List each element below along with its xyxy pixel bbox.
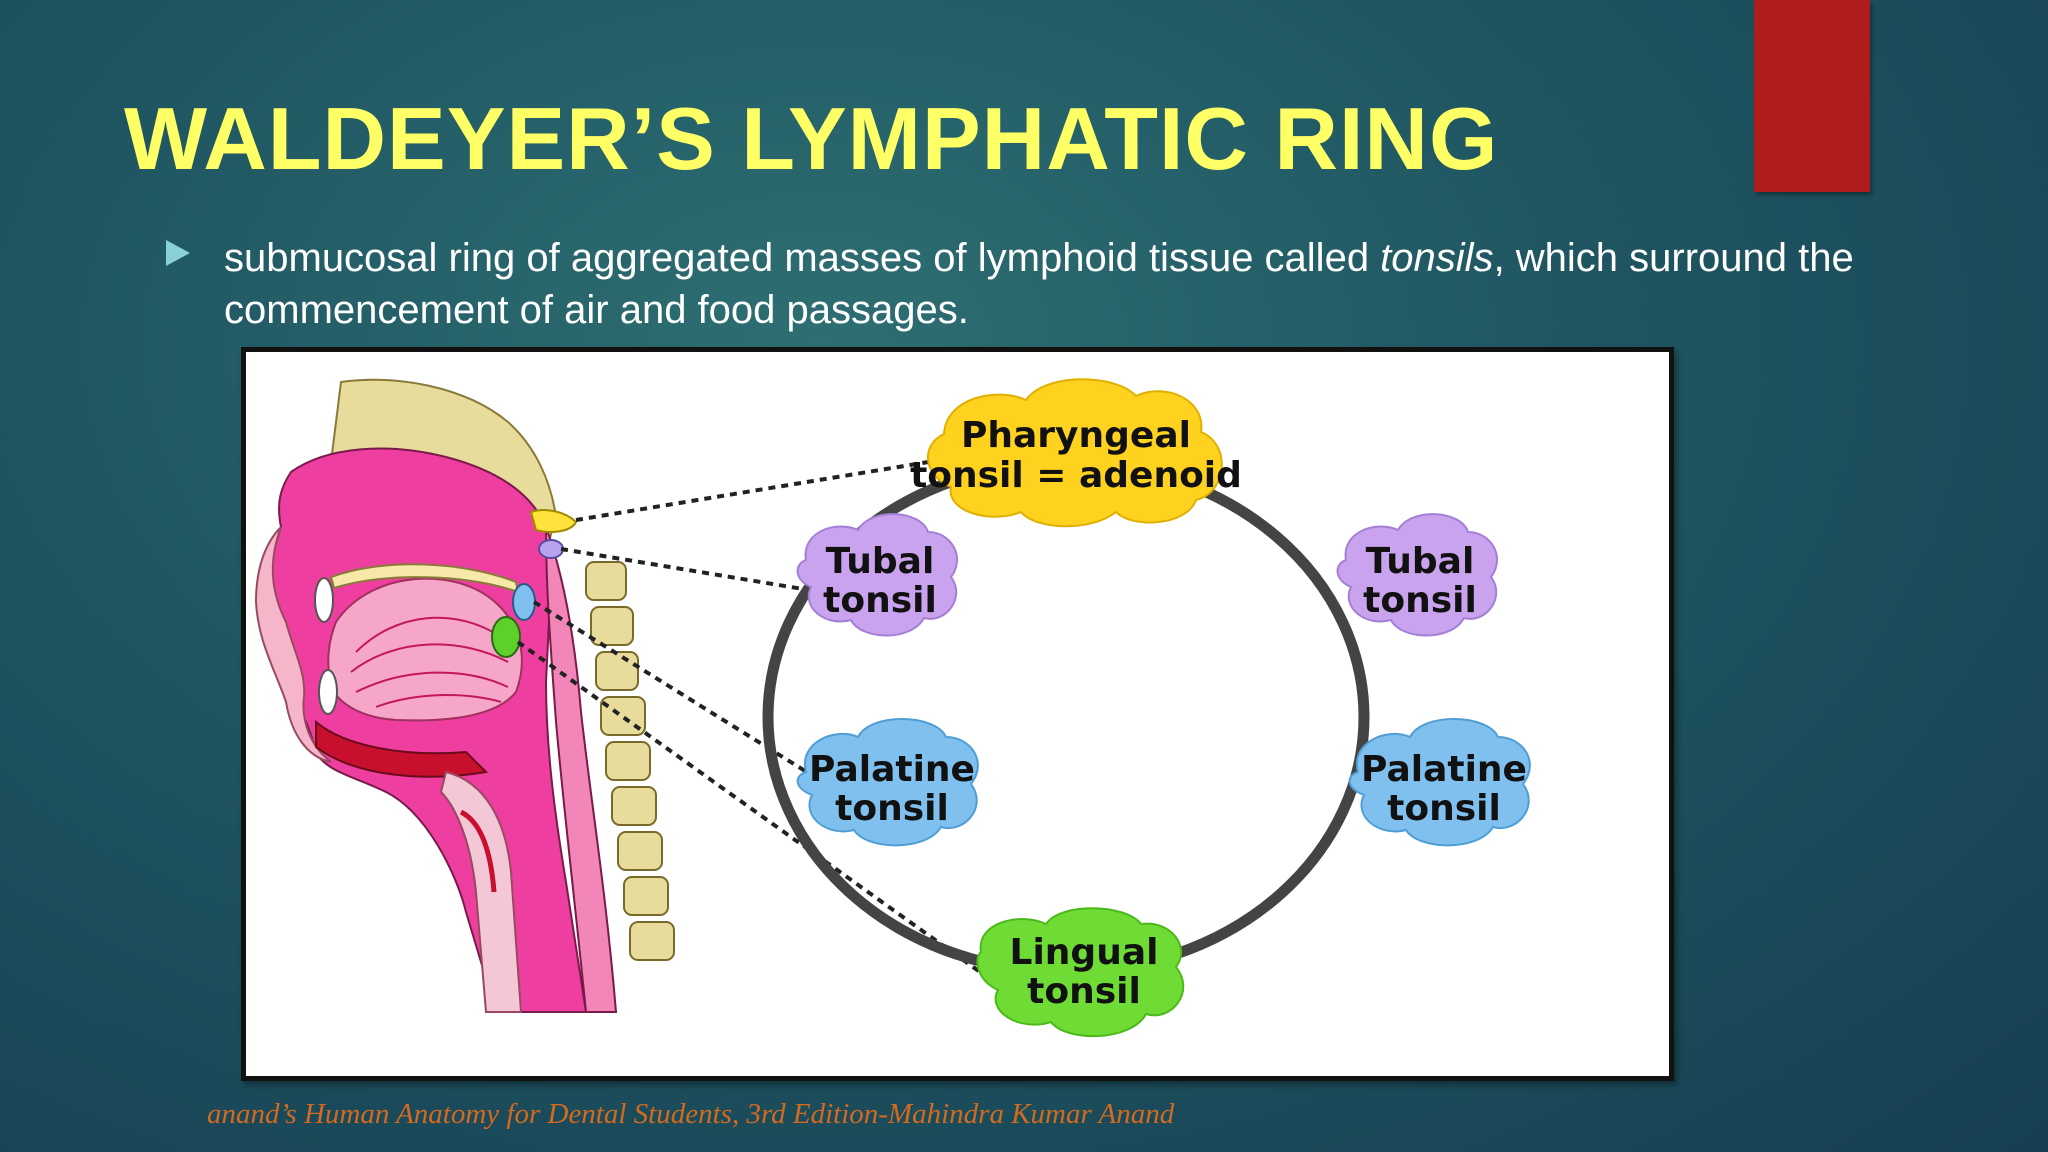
line-to-tubal [560, 547, 822, 594]
palatine-right-label-line1: Palatine [1361, 749, 1527, 790]
tonsil-palatine-right: Palatine tonsil [1348, 718, 1531, 847]
adenoid-marker [529, 509, 578, 533]
line-to-palatine [532, 600, 828, 786]
red-accent-tab [1754, 0, 1870, 192]
bullet-text-before: submucosal ring of aggregated masses of … [224, 236, 1381, 280]
head-neck-sagittal-illustration [254, 378, 675, 1013]
palatine-left-label-line1: Palatine [809, 749, 975, 790]
source-caption: anand’s Human Anatomy for Dental Student… [207, 1098, 1175, 1130]
tubal-right-label-line2: tonsil [1363, 580, 1477, 621]
palatine-left-label-line2: tonsil [835, 788, 949, 829]
tubal-right-label-line1: Tubal [1366, 541, 1475, 582]
triangle-bullet-icon [166, 240, 190, 266]
palatine-tonsil-marker [512, 583, 536, 621]
tonsil-pharyngeal: Pharyngeal tonsil = adenoid [910, 378, 1242, 528]
bullet-text: submucosal ring of aggregated masses of … [224, 232, 1924, 336]
line-to-lingual [516, 640, 996, 984]
pharyngeal-label-line1: Pharyngeal [961, 415, 1191, 456]
waldeyer-ring-diagram: Pharyngeal tonsil = adenoid Tubal tonsil… [254, 378, 1531, 1038]
slide-title: WALDEYER’S LYMPHATIC RING [124, 89, 1499, 188]
bullet-text-after: , which surround the commencement of air… [224, 236, 1854, 332]
tonsil-tubal-right: Tubal tonsil [1336, 513, 1498, 637]
line-to-pharyngeal [575, 453, 972, 522]
tonsil-tubal-left: Tubal tonsil [796, 513, 958, 637]
pharyngeal-label-line2: tonsil = adenoid [910, 455, 1242, 496]
tonsil-lingual: Lingual tonsil [976, 907, 1185, 1038]
tonsil-palatine-left: Palatine tonsil [796, 718, 979, 847]
connector-lines [516, 453, 996, 984]
lingual-label-line2: tonsil [1027, 971, 1141, 1012]
lingual-tonsil-marker [491, 616, 521, 658]
palatine-right-label-line2: tonsil [1387, 788, 1501, 829]
tubal-left-label-line2: tonsil [823, 580, 937, 621]
tubal-tonsil-marker [538, 539, 564, 559]
figure-frame: Pharyngeal tonsil = adenoid Tubal tonsil… [241, 347, 1674, 1081]
tubal-left-label-line1: Tubal [826, 541, 935, 582]
bullet-emphasis: tonsils [1380, 236, 1494, 280]
lingual-label-line1: Lingual [1010, 932, 1159, 973]
